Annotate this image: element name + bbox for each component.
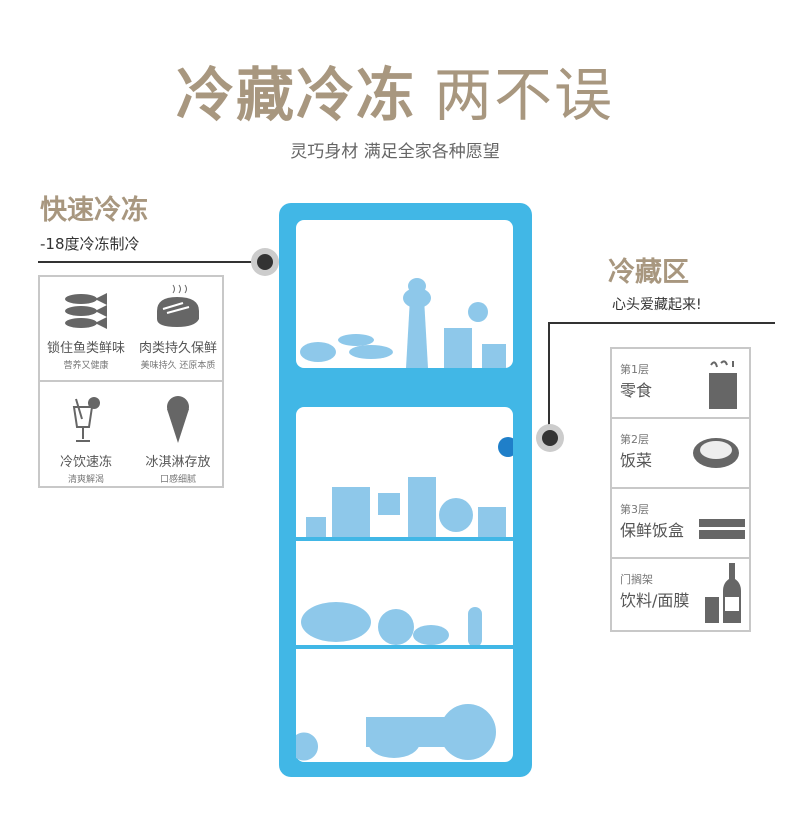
shelf-row: 第1层零食 bbox=[612, 349, 749, 419]
fridge-heading: 冷藏区 bbox=[608, 257, 689, 288]
feature-icecream: 冰淇淋存放 口感细腻 bbox=[132, 395, 224, 485]
connector-line bbox=[38, 261, 266, 263]
freezer-features-box: 锁住鱼类鲜味 营养又健康 肉类持久保鲜 美味持久 还原本质 冷饮速冻 清爽解渴 … bbox=[38, 275, 224, 488]
feature-fish: 锁住鱼类鲜味 营养又健康 bbox=[40, 291, 132, 371]
freezer-compartment bbox=[296, 220, 513, 368]
dish-icon bbox=[693, 438, 739, 468]
feature-sub: 口感细腻 bbox=[159, 475, 196, 485]
cocktail-icon bbox=[72, 397, 100, 442]
shelf-row: 第2层饭菜 bbox=[612, 419, 749, 489]
feature-drinks: 冷饮速冻 清爽解渴 bbox=[40, 395, 132, 485]
bottle-icon bbox=[705, 563, 741, 623]
shelf-row: 第3层保鲜饭盒 bbox=[612, 489, 749, 559]
frozen-food-icon bbox=[300, 278, 506, 368]
fridge-compartment bbox=[290, 407, 518, 762]
shelf bbox=[296, 645, 513, 649]
shelf-level: 第1层 bbox=[620, 363, 649, 376]
connector-line bbox=[548, 322, 550, 432]
fridge-illustration bbox=[279, 203, 532, 777]
fridge-subheading: 心头爱藏起来! bbox=[612, 297, 702, 313]
feature-sub: 营养又健康 bbox=[63, 361, 109, 371]
feature-title: 冰淇淋存放 bbox=[145, 455, 211, 470]
shelf bbox=[296, 537, 513, 541]
shelf-row: 门搁架饮料/面膜 bbox=[612, 559, 749, 629]
fridge-food-icon bbox=[290, 437, 518, 761]
freezer-subheading: -18度冷冻制冷 bbox=[40, 235, 140, 253]
feature-title: 冷饮速冻 bbox=[59, 455, 112, 470]
feature-sub: 美味持久 还原本质 bbox=[140, 361, 216, 371]
pointer-dot bbox=[536, 424, 564, 452]
divider bbox=[40, 380, 222, 382]
feature-title: 锁住鱼类鲜味 bbox=[46, 341, 125, 356]
connector-line bbox=[548, 322, 775, 324]
shelf-title: 饮料/面膜 bbox=[620, 591, 690, 610]
subtitle: 灵巧身材 满足全家各种愿望 bbox=[290, 142, 500, 162]
ice-cream-icon bbox=[167, 396, 189, 443]
food-box-icon bbox=[699, 519, 745, 539]
fish-icon bbox=[65, 293, 107, 329]
freezer-heading: 快速冷冻 bbox=[40, 195, 148, 226]
pointer-dot bbox=[251, 248, 279, 276]
steak-icon bbox=[157, 284, 199, 327]
title-accent: 两不误 bbox=[434, 61, 615, 129]
shelf-level: 门搁架 bbox=[620, 573, 653, 586]
snack-bag-icon bbox=[709, 360, 737, 409]
feature-title: 肉类持久保鲜 bbox=[138, 341, 217, 356]
shelf-level: 第3层 bbox=[620, 503, 649, 516]
feature-sub: 清爽解渴 bbox=[67, 475, 104, 485]
shelf-title: 保鲜饭盒 bbox=[620, 521, 685, 540]
page-title: 冷藏冷冻两不误 bbox=[0, 48, 790, 132]
fridge-shelves-box: 第1层零食 第2层饭菜 第3层保鲜饭盒 门搁架饮料/面膜 bbox=[610, 347, 751, 632]
shelf-level: 第2层 bbox=[620, 433, 649, 446]
shelf-title: 饭菜 bbox=[620, 451, 653, 470]
feature-meat: 肉类持久保鲜 美味持久 还原本质 bbox=[132, 281, 224, 371]
shelf-title: 零食 bbox=[620, 381, 653, 400]
title-main: 冷藏冷冻 bbox=[175, 61, 416, 129]
